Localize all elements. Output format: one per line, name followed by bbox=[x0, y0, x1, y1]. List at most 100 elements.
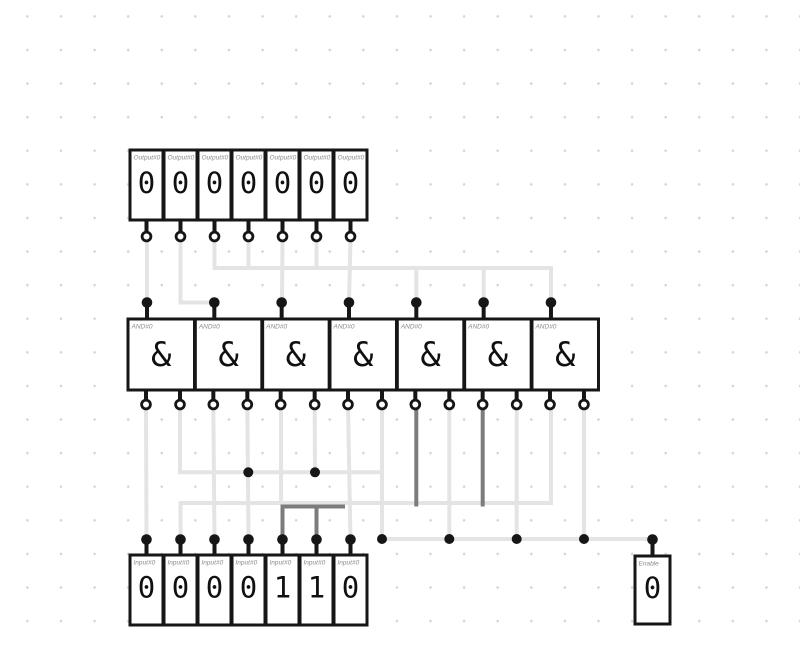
input-switch[interactable] bbox=[230, 553, 267, 627]
gate-input-pin-a[interactable] bbox=[342, 398, 354, 411]
output-lamp-label: Output#0 bbox=[236, 155, 263, 162]
input-switch[interactable] bbox=[264, 553, 301, 627]
gate-output-pin[interactable] bbox=[545, 297, 557, 308]
input-output-pin[interactable] bbox=[345, 534, 356, 545]
input-switch-value: 1 bbox=[274, 571, 291, 605]
output-lamp-value: 0 bbox=[308, 166, 325, 200]
gate-output-pin[interactable] bbox=[478, 297, 489, 308]
gate-input-pin-b[interactable] bbox=[376, 398, 388, 411]
input-switch-label: Input#0 bbox=[168, 560, 190, 567]
input-switch-value: 0 bbox=[342, 571, 359, 605]
wire-low[interactable] bbox=[178, 240, 215, 305]
and-gate[interactable] bbox=[261, 317, 331, 392]
lamp-input-pin[interactable] bbox=[344, 230, 357, 243]
output-lamp[interactable] bbox=[196, 148, 233, 222]
input-switch[interactable] bbox=[196, 553, 233, 627]
and-gate-symbol: & bbox=[286, 335, 307, 375]
output-lamp[interactable] bbox=[298, 148, 335, 222]
lamp-input-pin[interactable] bbox=[276, 230, 289, 243]
lamp-input-pin[interactable] bbox=[140, 230, 153, 243]
wire-low[interactable] bbox=[280, 239, 285, 303]
and-gate[interactable] bbox=[395, 317, 466, 392]
input-output-pin[interactable] bbox=[141, 534, 152, 545]
gate-input-pin-a[interactable] bbox=[409, 398, 422, 411]
and-gate[interactable] bbox=[463, 317, 533, 392]
gate-output-pin[interactable] bbox=[411, 297, 422, 308]
gate-input-pin-a[interactable] bbox=[476, 398, 489, 411]
input-switch-label: Input#0 bbox=[202, 560, 224, 567]
output-lamp[interactable] bbox=[162, 148, 199, 222]
wire-low[interactable] bbox=[347, 239, 353, 303]
input-switch-value: 0 bbox=[206, 571, 223, 605]
and-gate-label: AND#0 bbox=[332, 324, 354, 331]
wire-low[interactable] bbox=[144, 404, 149, 540]
gate-output-pin[interactable] bbox=[343, 297, 355, 308]
input-switch[interactable] bbox=[332, 553, 369, 627]
gate-input-pin-b[interactable] bbox=[510, 398, 523, 411]
gate-input-pin-b[interactable] bbox=[174, 398, 186, 411]
and-gate[interactable] bbox=[193, 317, 264, 392]
and-gate-label: AND#0 bbox=[400, 324, 422, 331]
output-lamp[interactable] bbox=[332, 148, 369, 222]
output-lamp-value: 0 bbox=[172, 166, 189, 200]
gate-input-pin-a[interactable] bbox=[140, 398, 152, 411]
lamp-input-pin[interactable] bbox=[242, 230, 255, 243]
wire-junction-dot bbox=[377, 534, 387, 544]
output-lamp-label: Output#0 bbox=[168, 155, 195, 162]
input-switch-label: Input#0 bbox=[338, 560, 360, 567]
gate-input-pin-b[interactable] bbox=[578, 398, 590, 411]
lamp-input-pin[interactable] bbox=[208, 230, 221, 243]
lamp-input-pin[interactable] bbox=[310, 230, 323, 243]
input-switch-label: Input#0 bbox=[134, 560, 156, 567]
and-gate-symbol: & bbox=[218, 335, 239, 375]
gate-output-pin[interactable] bbox=[209, 297, 220, 308]
enable-switch-value: 0 bbox=[644, 571, 661, 605]
input-switch-value: 1 bbox=[308, 571, 325, 605]
wire-junction-dot bbox=[310, 467, 320, 478]
input-switch-value: 0 bbox=[240, 571, 257, 605]
wire-junction-dot bbox=[579, 534, 589, 544]
input-switch-label: Input#0 bbox=[270, 560, 292, 567]
input-output-pin[interactable] bbox=[277, 534, 288, 545]
input-switch-label: Input#0 bbox=[304, 560, 326, 567]
wire-junction-dot bbox=[444, 534, 455, 544]
wire-low[interactable] bbox=[178, 404, 553, 540]
and-gate-symbol: & bbox=[420, 335, 441, 375]
gate-output-pin[interactable] bbox=[141, 297, 153, 308]
gate-input-pin-b[interactable] bbox=[241, 398, 254, 411]
input-output-pin[interactable] bbox=[209, 534, 220, 545]
input-switch-value: 0 bbox=[138, 571, 155, 605]
lamp-input-pin[interactable] bbox=[174, 230, 187, 243]
input-output-pin[interactable] bbox=[243, 534, 254, 545]
gate-input-pin-a[interactable] bbox=[207, 398, 220, 411]
and-gate-label: AND#0 bbox=[534, 324, 556, 331]
wire-low[interactable] bbox=[314, 240, 553, 303]
output-lamp-value: 0 bbox=[274, 166, 291, 200]
and-gate-symbol: & bbox=[151, 335, 172, 375]
enable-switch[interactable] bbox=[633, 554, 672, 626]
and-gate[interactable] bbox=[530, 317, 600, 392]
output-lamp-value: 0 bbox=[240, 166, 257, 200]
gate-input-pin-b[interactable] bbox=[308, 398, 321, 411]
enable-output-pin[interactable] bbox=[647, 534, 658, 545]
gate-input-pin-b[interactable] bbox=[443, 398, 456, 411]
gate-input-pin-a[interactable] bbox=[274, 398, 287, 411]
input-output-pin[interactable] bbox=[175, 534, 186, 545]
gate-input-pin-a[interactable] bbox=[544, 398, 556, 411]
output-lamp-label: Output#0 bbox=[134, 155, 161, 162]
output-lamp-label: Output#0 bbox=[338, 155, 365, 162]
and-gate-symbol: & bbox=[555, 335, 576, 375]
output-lamp[interactable] bbox=[264, 148, 301, 222]
input-output-pin[interactable] bbox=[311, 534, 322, 545]
enable-switch-label: Enable bbox=[639, 561, 660, 568]
output-lamp-label: Output#0 bbox=[304, 155, 331, 162]
output-lamp[interactable] bbox=[230, 148, 267, 222]
output-lamp[interactable] bbox=[128, 148, 165, 222]
output-lamp-value: 0 bbox=[206, 166, 223, 200]
and-gate-label: AND#0 bbox=[265, 324, 287, 331]
and-gate[interactable] bbox=[328, 317, 398, 392]
gate-output-pin[interactable] bbox=[276, 297, 287, 308]
input-switch-label: Input#0 bbox=[236, 560, 258, 567]
